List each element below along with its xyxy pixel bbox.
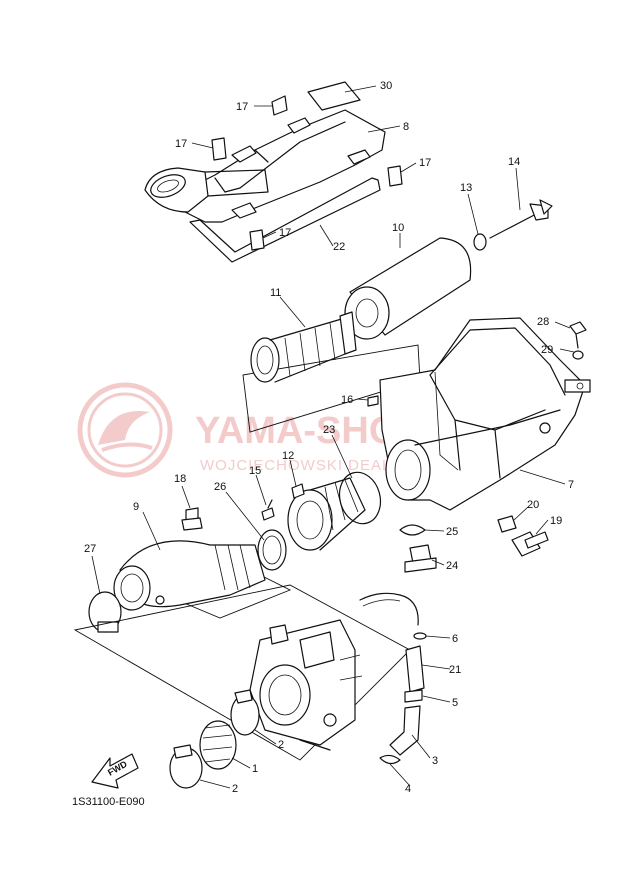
- drain-joint: [404, 544, 437, 573]
- callout-9: 9: [133, 501, 139, 513]
- callout-10: 10: [392, 222, 404, 234]
- callout-28: 28: [537, 316, 549, 328]
- cover-clips: [211, 95, 403, 251]
- callout-27: 27: [84, 543, 96, 555]
- callout-17: 17: [279, 227, 291, 239]
- joint-clamp: [257, 529, 287, 571]
- callout-7: 7: [568, 479, 574, 491]
- carburetor-joint: [199, 720, 237, 770]
- hose-clamp-5: [404, 689, 423, 703]
- case-washer: [572, 350, 584, 360]
- callout-19: 19: [550, 515, 562, 527]
- callout-1: 1: [252, 763, 258, 775]
- warning-label: [307, 81, 361, 111]
- washer: [473, 233, 487, 251]
- joint-screen: [287, 477, 366, 551]
- callout-18: 18: [174, 473, 186, 485]
- callout-25: 25: [446, 526, 458, 538]
- clamp-lower: [169, 744, 203, 789]
- callout-24: 24: [446, 560, 458, 572]
- callout-29: 29: [541, 344, 553, 356]
- callout-4: 4: [405, 783, 411, 795]
- callout-23: 23: [323, 424, 335, 436]
- callout-17: 17: [236, 101, 248, 113]
- diagram-code: 1S31100-E090: [72, 796, 145, 808]
- wing-bolt: [489, 199, 553, 239]
- hose-clip-small: [367, 395, 379, 407]
- air-box-cover: [144, 109, 386, 223]
- screw: [261, 499, 275, 521]
- air-filter-case: [379, 317, 591, 511]
- callout-3: 3: [432, 755, 438, 767]
- leader-lines: [91, 85, 575, 789]
- callout-16: 16: [341, 394, 353, 406]
- callout-20: 20: [527, 499, 539, 511]
- cover-seal: [189, 177, 381, 263]
- callout-8: 8: [403, 121, 409, 133]
- callout-labels: 30 8 17 17 17 17 22 14 13 10 11 28 29 16…: [84, 80, 574, 795]
- callout-14: 14: [508, 156, 520, 168]
- callout-21: 21: [449, 664, 461, 676]
- callout-17: 17: [175, 138, 187, 150]
- hose-clip: [399, 524, 426, 536]
- callout-11: 11: [270, 287, 281, 299]
- callout-30: 30: [380, 80, 392, 92]
- callout-15: 15: [249, 465, 261, 477]
- elbow-joint: [511, 531, 549, 557]
- forward-arrow-icon: FWD: [91, 753, 139, 789]
- clamp-upper: [230, 689, 260, 736]
- watermark-logo-icon: [77, 382, 173, 478]
- element-guide: [250, 311, 357, 383]
- callout-2: 2: [232, 783, 238, 795]
- callout-12: 12: [282, 450, 294, 462]
- breather-hose: [359, 592, 419, 626]
- callout-2: 2: [278, 739, 284, 751]
- throttle-body: [249, 619, 363, 751]
- joint-hose: [405, 645, 425, 693]
- intake-duct: [113, 540, 266, 611]
- grommet: [497, 515, 517, 533]
- hose-clamp-6: [413, 632, 427, 640]
- case-bolt: [569, 321, 587, 349]
- hose-3: [389, 705, 421, 756]
- callout-13: 13: [460, 182, 472, 194]
- air-filter-element: [344, 237, 472, 340]
- hose-clip-4: [379, 754, 401, 765]
- callout-17: 17: [419, 157, 431, 169]
- callout-22: 22: [333, 241, 345, 253]
- callout-5: 5: [452, 697, 458, 709]
- callout-6: 6: [452, 633, 458, 645]
- callout-26: 26: [214, 481, 226, 493]
